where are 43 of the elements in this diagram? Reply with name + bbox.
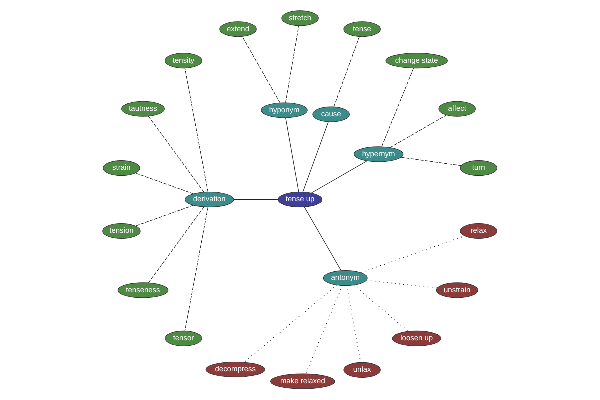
connector <box>390 114 448 148</box>
node-ellipse: extend <box>220 22 257 38</box>
connector <box>242 36 281 104</box>
node-ellipse: tensity <box>165 53 202 69</box>
connector <box>184 207 208 332</box>
connector <box>148 206 204 284</box>
node-ellipse: unstrain <box>436 282 478 298</box>
node-ellipse: stretch <box>282 10 319 26</box>
node-ellipse: make relaxed <box>270 374 336 390</box>
connector <box>286 26 300 104</box>
connector <box>135 173 194 194</box>
node-ellipse: cause <box>312 106 350 122</box>
node-ellipse: tenseness <box>118 282 169 298</box>
node-ellipse: strain <box>103 160 140 176</box>
connector <box>286 118 300 192</box>
node-ellipse: hypernym <box>354 146 404 162</box>
node-ellipse: relax <box>460 224 498 240</box>
node-ellipse: decompress <box>206 362 266 378</box>
connector <box>382 68 414 148</box>
node-ellipse: hyponym <box>261 102 308 118</box>
node-ellipse: tension <box>102 224 141 240</box>
connector <box>135 205 194 227</box>
connector <box>184 68 208 192</box>
node-ellipse: turn <box>460 160 498 176</box>
node-ellipse: loosen up <box>392 330 442 346</box>
connector <box>148 116 204 193</box>
connector <box>302 122 329 193</box>
node-ellipse: unlax <box>344 362 381 378</box>
connector <box>354 285 409 332</box>
node-ellipse: tautness <box>122 101 165 117</box>
node-ellipse: change state <box>386 53 448 69</box>
connector <box>304 207 342 272</box>
connector <box>401 157 462 166</box>
node-ellipse: affect <box>438 101 476 117</box>
node-ellipse: tense up <box>278 192 323 208</box>
node-ellipse: tense <box>344 22 381 38</box>
connector <box>366 280 438 289</box>
node-ellipse: derivation <box>184 192 234 208</box>
node-ellipse: tensor <box>165 330 202 346</box>
node-ellipse: antonym <box>323 270 368 286</box>
connector <box>334 36 360 108</box>
connector <box>311 160 368 194</box>
connector <box>234 199 278 200</box>
